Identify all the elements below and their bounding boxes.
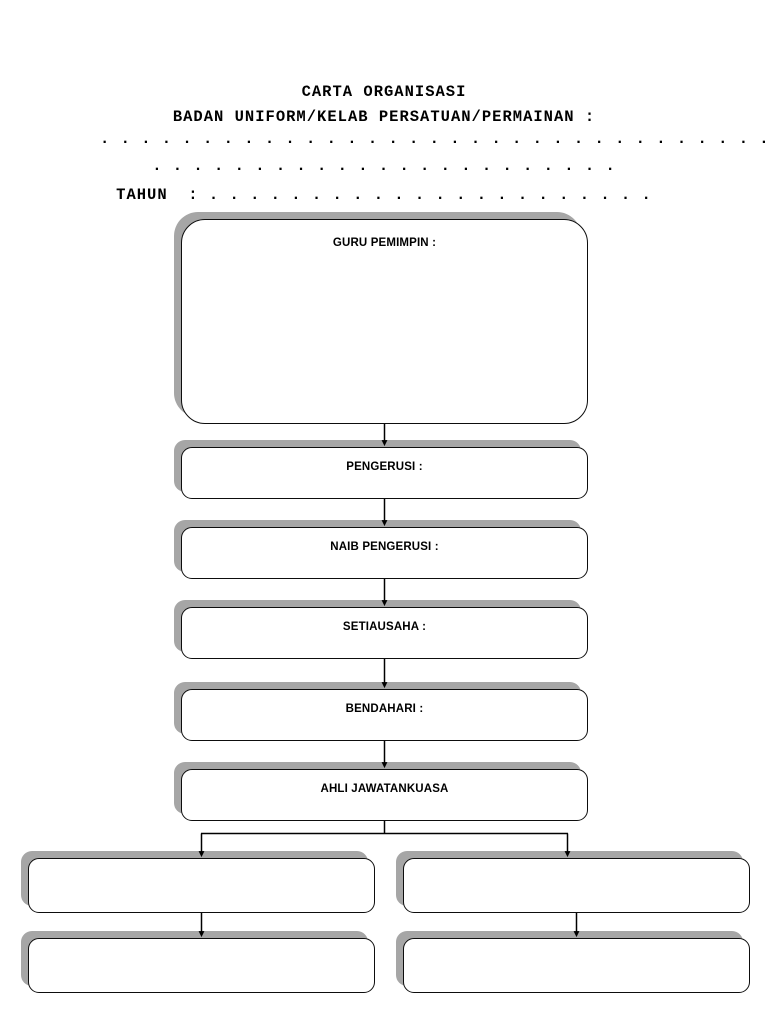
node-face (28, 938, 375, 993)
node-label: AHLI JAWATANKUASA (320, 783, 449, 795)
page-title: CARTA ORGANISASI (301, 83, 467, 101)
node-face (181, 769, 588, 821)
node-face (181, 607, 588, 659)
node-label: GURU PEMIMPIN : (332, 237, 437, 249)
node-face (403, 858, 750, 913)
node-ahli-jawatankuasa[interactable]: AHLI JAWATANKUASA (174, 762, 588, 821)
blank-fill-line-2[interactable]: . . . . . . . . . . . . . . . . . . . . … (152, 157, 616, 175)
node-label: PENGERUSI : (346, 461, 423, 473)
node-face (403, 938, 750, 993)
node-face (181, 527, 588, 579)
blank-fill-line-1[interactable]: . . . . . . . . . . . . . . . . . . . . … (100, 130, 768, 148)
page-subtitle: BADAN UNIFORM/KELAB PERSATUAN/PERMAINAN … (172, 108, 596, 126)
year-field[interactable]: TAHUN : . . . . . . . . . . . . . . . . … (116, 186, 652, 204)
node-face (181, 219, 588, 424)
node-guru-pemimpin[interactable]: GURU PEMIMPIN : (174, 212, 588, 424)
node-bendahari[interactable]: BENDAHARI : (174, 682, 588, 741)
node-leaf-right-2[interactable] (396, 931, 750, 993)
node-face (181, 689, 588, 741)
node-leaf-left-1[interactable] (21, 851, 375, 913)
node-setiausaha[interactable]: SETIAUSAHA : (174, 600, 588, 659)
node-leaf-left-2[interactable] (21, 931, 375, 993)
node-pengerusi[interactable]: PENGERUSI : (174, 440, 588, 499)
node-label: SETIAUSAHA : (342, 621, 427, 633)
node-naib-pengerusi[interactable]: NAIB PENGERUSI : (174, 520, 588, 579)
node-label: NAIB PENGERUSI : (330, 541, 439, 553)
node-face (28, 858, 375, 913)
document-title-block: CARTA ORGANISASI BADAN UNIFORM/KELAB PER… (0, 80, 768, 130)
node-face (181, 447, 588, 499)
node-leaf-right-1[interactable] (396, 851, 750, 913)
node-label: BENDAHARI : (345, 703, 424, 715)
